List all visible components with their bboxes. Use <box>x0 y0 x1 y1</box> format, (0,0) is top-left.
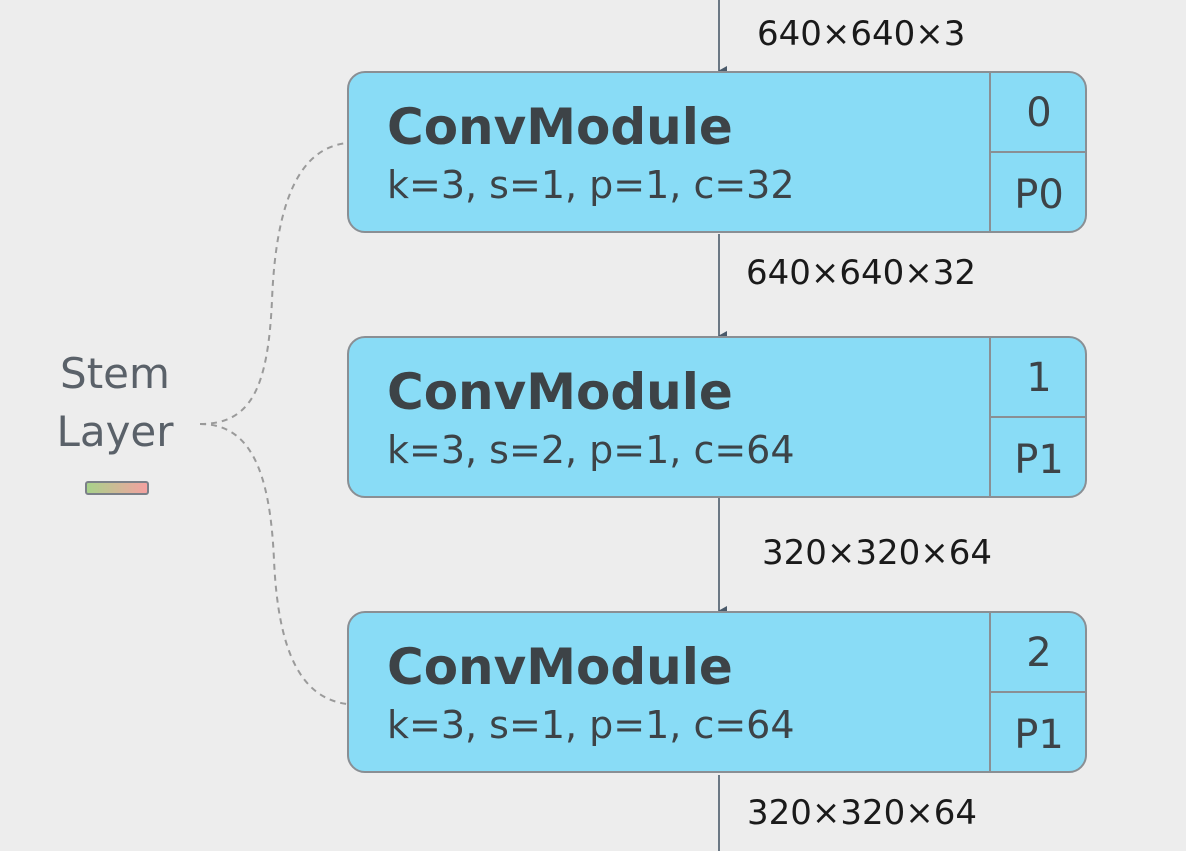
module-params: k=3, s=1, p=1, c=64 <box>387 703 795 747</box>
conv-module-2: ConvModule k=3, s=1, p=1, c=64 2 P1 <box>347 611 1087 773</box>
module-stage: P1 <box>1014 437 1064 483</box>
module-side-panel: 2 P1 <box>989 613 1085 771</box>
module-name: ConvModule <box>387 98 733 156</box>
module-params: k=3, s=2, p=1, c=64 <box>387 428 795 472</box>
shape-label-module-1-output: 320×320×64 <box>762 533 993 573</box>
module-index: 1 <box>991 338 1085 418</box>
module-side-panel: 0 P0 <box>989 73 1085 231</box>
module-name: ConvModule <box>387 638 733 696</box>
shape-label-module-0-output: 640×640×32 <box>746 253 977 293</box>
shape-label-module-2-output: 320×320×64 <box>747 793 978 833</box>
module-index: 0 <box>991 73 1085 153</box>
stem-brace-lower <box>199 423 348 705</box>
stem-brace-upper <box>199 142 348 425</box>
module-side-panel: 1 P1 <box>989 338 1085 496</box>
module-name: ConvModule <box>387 363 733 421</box>
stem-label-line1: Stem <box>60 349 170 398</box>
stem-label-line2: Layer <box>56 407 174 456</box>
module-index: 2 <box>991 613 1085 693</box>
stem-legend-swatch <box>85 481 149 495</box>
module-stage: P1 <box>1014 712 1064 758</box>
shape-label-input: 640×640×3 <box>757 14 966 54</box>
module-stage: P0 <box>1014 172 1064 218</box>
conv-module-0: ConvModule k=3, s=1, p=1, c=32 0 P0 <box>347 71 1087 233</box>
conv-module-1: ConvModule k=3, s=2, p=1, c=64 1 P1 <box>347 336 1087 498</box>
module-params: k=3, s=1, p=1, c=32 <box>387 163 795 207</box>
